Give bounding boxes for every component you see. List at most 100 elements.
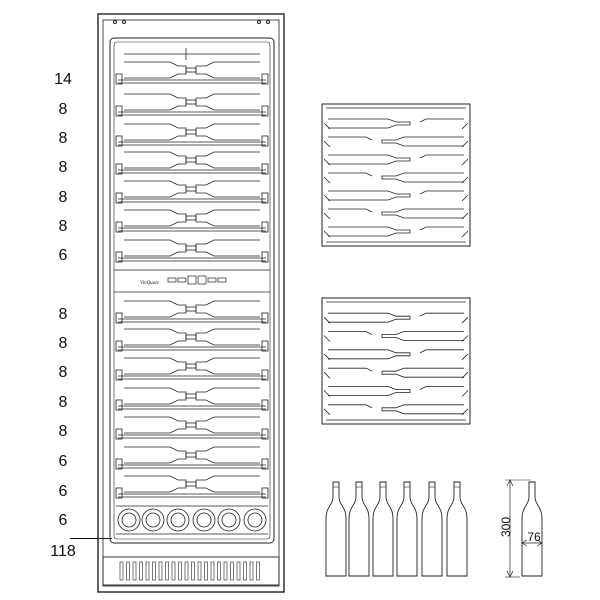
detail-bottle	[419, 154, 464, 159]
shelf-count: 8	[58, 335, 68, 352]
bottle-end-inner	[196, 512, 212, 528]
bottle-outline	[124, 180, 187, 198]
detail-frame	[321, 297, 471, 425]
shelf-count: 8	[58, 101, 68, 118]
bottle-cork	[185, 67, 197, 73]
shelf-bracket	[261, 458, 269, 470]
detail-bottle	[328, 386, 411, 396]
shelf	[115, 209, 269, 233]
detail-bottle	[328, 118, 411, 129]
detail-bracket	[323, 316, 331, 324]
detail-bottle	[328, 208, 373, 213]
vent-slot	[178, 561, 182, 581]
bottle-end	[141, 508, 165, 532]
shelf-bracket	[261, 105, 269, 117]
bottle-outline	[195, 416, 260, 434]
shelf-bracket	[115, 369, 123, 381]
bottle-outline	[124, 300, 187, 318]
bottle-end	[217, 508, 241, 532]
bottle-cork	[185, 393, 197, 399]
shelf-count: 8	[58, 159, 68, 176]
detail-bracket	[461, 212, 469, 220]
detail-bracket	[323, 353, 331, 361]
detail-bracket	[461, 353, 469, 361]
bottle-end-inner	[145, 512, 161, 528]
arrow-left	[521, 539, 528, 547]
total-rule	[70, 538, 112, 539]
shelf-bracket	[115, 428, 123, 440]
vent-slot	[230, 561, 234, 581]
shelf-bracket	[115, 399, 123, 411]
shelf-count: 8	[58, 394, 68, 411]
detail-bracket	[461, 335, 469, 342]
bottle-outline	[195, 61, 260, 79]
cabinet-outer-frame	[97, 13, 285, 593]
bottle-cork	[185, 422, 197, 428]
bottle-end	[192, 508, 216, 532]
detail-bottle	[419, 386, 464, 390]
detail-bottle	[381, 172, 464, 183]
control-panel: VinQuale	[114, 269, 270, 293]
shelf-bracket	[115, 163, 123, 175]
shelf-bracket	[261, 73, 269, 85]
bottle-outline	[124, 123, 187, 141]
bottle-outline	[124, 416, 187, 434]
detail-bracket	[461, 408, 469, 416]
shelf-bracket	[261, 192, 269, 204]
detail-bracket	[461, 230, 469, 238]
bottle-end-inner	[247, 512, 263, 528]
vent-slot	[139, 561, 143, 581]
detail-frame	[321, 103, 471, 247]
bottle-outline	[124, 387, 187, 405]
shelf-count: 8	[58, 130, 68, 147]
bottle-outline	[124, 93, 187, 111]
shelf	[115, 180, 269, 204]
detail-bracket	[323, 230, 331, 238]
detail-bottle	[381, 367, 464, 378]
shelf	[115, 475, 269, 499]
bottle-silhouette	[348, 481, 370, 577]
bottle-cork	[185, 306, 197, 312]
shelves	[115, 48, 269, 499]
shelf-count: 6	[58, 247, 68, 264]
detail-bracket	[323, 390, 331, 397]
bottle-end	[166, 508, 190, 532]
bottle-outline	[124, 61, 187, 79]
shelf-count: 6	[58, 512, 68, 529]
detail-bottle	[328, 312, 411, 323]
bottle-outline	[195, 328, 260, 346]
shelf-bracket	[115, 135, 123, 147]
shelf	[115, 123, 269, 147]
bottle-silhouette	[325, 481, 347, 577]
detail-bracket	[323, 408, 331, 416]
bottle-cork	[185, 157, 197, 163]
shelf	[115, 328, 269, 352]
detail-bracket	[323, 212, 331, 220]
bottle-cork	[185, 481, 197, 487]
door-inner-edge	[113, 41, 271, 540]
bottle-end-inner	[121, 512, 137, 528]
bottle-count-column: 14 8 8 8 8 8 6 8 8 8 8 8 6 6 6 118	[30, 0, 112, 600]
shelf-bracket	[261, 135, 269, 147]
dimension-bottle	[521, 481, 543, 577]
bottle-cork	[185, 129, 197, 135]
shelf	[115, 300, 269, 324]
cabinet	[97, 13, 285, 593]
vent-slot	[165, 561, 169, 581]
shelf-count: 8	[58, 423, 68, 440]
vent-slot	[249, 561, 254, 581]
width-label: 76	[527, 530, 541, 544]
bottle-outline	[195, 387, 260, 405]
detail-bottle	[381, 136, 464, 147]
detail-bottle	[419, 118, 464, 123]
shelf-detail-bottom	[321, 297, 471, 425]
shelf-bracket	[261, 340, 269, 352]
vent-slot	[204, 561, 208, 581]
vent-slot	[145, 561, 150, 581]
bottle-end	[243, 508, 267, 532]
control-button	[167, 277, 177, 283]
shelf-bracket	[115, 340, 123, 352]
detail-bracket	[461, 316, 469, 324]
shelf	[115, 48, 269, 85]
